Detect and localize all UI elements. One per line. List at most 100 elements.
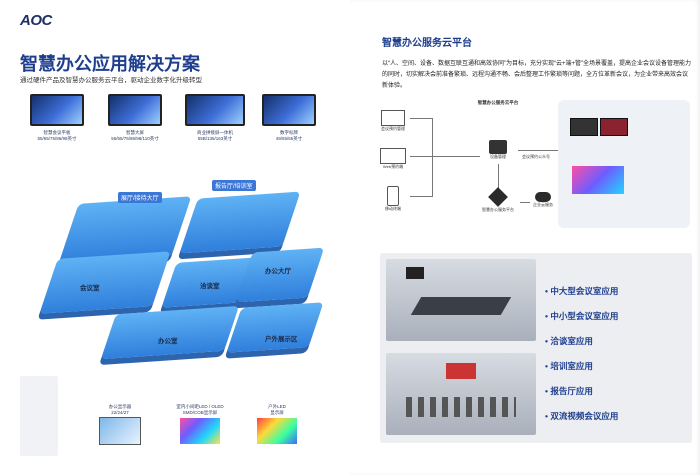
product-name: 商业拼接屏一体机 [197,130,233,135]
conference-table [410,297,512,315]
product-image [185,94,245,126]
product-sizes: 55/65/75/86/98英寸 [37,136,77,141]
cloud-icon [535,192,551,202]
connector-line [410,196,432,197]
connector-line [520,202,530,203]
phone-icon [387,186,399,206]
node-label: 设备管理 [490,154,506,159]
platform-diagram: 会议预约管理 Web预约端 移动终端 智慧办公服务云平台 设备管理 会议预约公众… [378,100,690,230]
app-label: 双流视频会议应用 [550,411,619,421]
rooms-panel [380,253,692,443]
cube-icon [488,187,508,207]
node-label: 会议预约管理 [381,126,405,131]
node-mobile: 移动终端 [378,186,408,212]
product-name: 智慧大屏 [126,130,144,135]
app-label: 洽谈室应用 [550,336,593,346]
accessories-image [20,376,58,456]
connector-line [432,156,480,157]
platform-training [179,191,301,254]
bottom-products: 办公显示器 22/24/27 室内小间距LED / OLED SMD/COB显示… [20,372,340,472]
device-screen [600,118,628,136]
node-booking: 会议预约管理 [378,110,408,132]
area-label-lobby: 展厅/接待大厅 [118,192,162,203]
device-screen [572,166,624,194]
diagram-center-title: 智慧办公服务云平台 [477,100,519,105]
area-label-office-hall: 办公大厅 [265,268,291,275]
platform-outdoor [226,302,324,353]
server-icon [489,140,507,154]
area-label-outdoor: 户外展示区 [265,336,298,343]
connector-line [498,164,499,190]
monitor-icon [381,110,405,126]
node-platform: 智慧办公服务平台 [476,187,520,213]
product-image [257,418,297,444]
section-description: 以“人、空间、设备、数据互联互通和高效协同”为目标，充分实现“云+端+管”全场景… [382,61,692,89]
product-image [180,418,220,444]
product-sizes: 55/65/75/86/98/110英寸 [111,136,159,141]
device-screen [570,118,598,136]
page-subtitle: 通过硬件产品及智慧办公服务云平台，驱动企业数字化升级转型 [20,77,202,84]
node-label: 智慧办公服务平台 [482,207,514,212]
app-item: • 培训室应用 [545,361,593,371]
product-sizes: 22/24/27 [111,410,129,415]
room-photo-training [386,353,536,435]
product-image [108,94,162,126]
node-cloud: 企业云服务 [528,192,558,208]
product-sizes: SMD/COB显示屏 [182,410,218,415]
app-item: • 中小型会议室应用 [545,311,619,321]
platform-meeting [39,251,171,314]
area-label-meeting: 会议室 [80,285,100,292]
laptop-icon [380,148,406,164]
application-list: • 中大型会议室应用 • 中小型会议室应用 • 洽谈室应用 • 培训室应用 • … [545,285,618,435]
node-label: 移动终端 [385,206,401,211]
product-office-monitor: 办公显示器 22/24/27 [95,404,145,445]
node-wechat: 会议预约公众号 [522,154,550,159]
seat-rows [406,397,516,417]
app-label: 中小型会议室应用 [550,311,619,321]
product-name: 室内小间距LED / OLED [176,404,224,409]
wall-screen [406,267,424,279]
node-label: Web预约端 [382,164,404,169]
app-label: 中大型会议室应用 [550,286,619,296]
node-server: 设备管理 [480,140,516,160]
node-label: 企业云服务 [533,202,553,207]
area-label-negotiation: 洽谈室 [200,283,220,290]
product-image [262,94,316,126]
page-title: 智慧办公应用解决方案 [20,54,200,74]
aoc-logo: AOC [20,12,52,29]
wall-screen [446,363,476,379]
area-label-office: 办公室 [158,338,178,345]
product-name: 户外LED [268,404,286,409]
area-label-training: 报告厅/培训室 [212,180,256,191]
product-image [99,417,141,445]
product-name: 数字标牌 [280,130,298,135]
connector-line [432,118,433,197]
connector-line [410,156,432,157]
section-title: 智慧办公服务云平台 [382,38,472,49]
left-page: AOC 智慧办公应用解决方案 通过硬件产品及智慧办公服务云平台，驱动企业数字化升… [20,12,340,472]
product-name: 智慧会议平板 [43,130,71,135]
room-photo-large [386,259,536,341]
app-item: • 双流视频会议应用 [545,411,619,421]
device-panel [558,100,690,228]
app-item: • 报告厅应用 [545,386,593,396]
product-indoor-led: 室内小间距LED / OLED SMD/COB显示屏 [165,404,235,444]
app-item: • 洽谈室应用 [545,336,593,346]
product-sizes: 显示屏 [270,410,284,415]
node-web: Web预约端 [378,148,408,170]
product-sizes: 49/55/65英寸 [275,136,303,141]
product-image [30,94,84,126]
connector-line [410,118,432,119]
app-label: 报告厅应用 [550,386,593,396]
product-outdoor-led: 户外LED 显示屏 [252,404,302,444]
app-label: 培训室应用 [550,361,593,371]
app-item: • 中大型会议室应用 [545,286,619,296]
connector-line [518,150,558,151]
office-scene-illustration: 展厅/接待大厅 报告厅/培训室 会议室 洽谈室 办公大厅 办公室 户外展示区 [39,170,330,370]
product-sizes: 55B/135/163英寸 [197,136,233,141]
